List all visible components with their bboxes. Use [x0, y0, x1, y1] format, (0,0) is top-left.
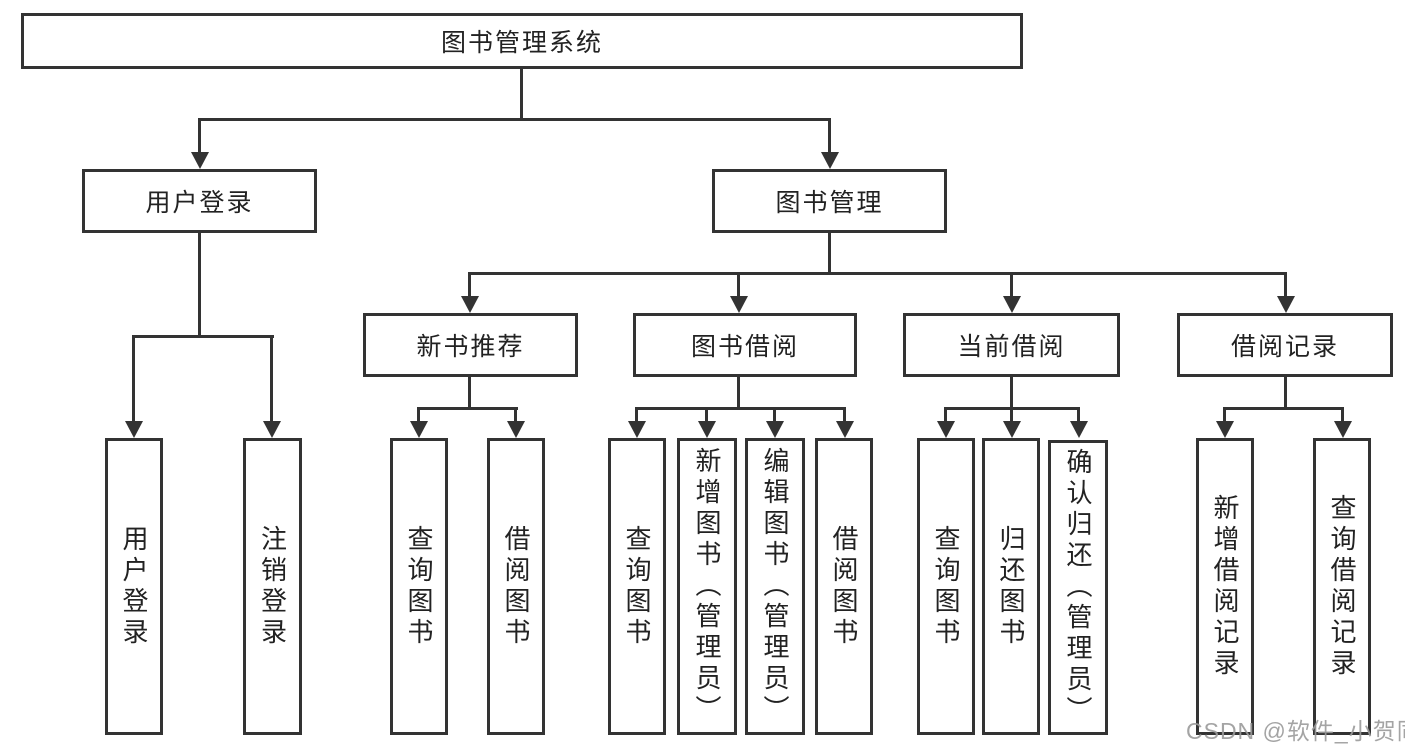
connector-borrowing-records-rail: [1223, 407, 1344, 410]
connector-to-new-book-recommend: [468, 272, 471, 298]
connector-user-login-stem: [198, 233, 201, 337]
node-book-management: 图书管理: [712, 169, 947, 233]
connector-to-leaf: [514, 407, 517, 423]
connector-user-login-rail: [132, 335, 274, 338]
arrow-down-icon: [1334, 421, 1352, 438]
connector-to-leaf: [843, 407, 846, 423]
node-user-login: 用户登录: [82, 169, 317, 233]
leaf-label: 借阅图书: [829, 524, 859, 649]
arrow-down-icon: [836, 421, 854, 438]
connector-level2-rail: [198, 118, 831, 121]
leaf-borrow-books-borrowing: 借阅图书: [815, 438, 873, 735]
node-label: 图书借阅: [690, 333, 799, 361]
arrow-down-icon: [125, 421, 143, 438]
connector-level3-rail: [468, 272, 1287, 275]
node-new-book-recommend: 新书推荐: [363, 313, 578, 377]
leaf-label: 查询图书: [404, 524, 434, 649]
arrow-down-icon: [461, 296, 479, 313]
arrow-down-icon: [937, 421, 955, 438]
node-label: 图书管理系统: [440, 29, 603, 57]
connector-to-leaf: [944, 407, 947, 423]
leaf-label: 注销登录: [257, 524, 288, 649]
leaf-logout: 注销登录: [243, 438, 302, 735]
connector-to-user-login: [198, 118, 201, 154]
leaf-query-books-recommend: 查询图书: [390, 438, 448, 735]
connector-to-leaf: [773, 407, 776, 423]
leaf-label: 新增借阅记录: [1210, 493, 1240, 680]
leaf-confirm-return-admin: 确认归还（管理员）: [1048, 440, 1108, 735]
connector-to-book-borrowing: [737, 272, 740, 298]
connector-to-leaf: [1341, 407, 1344, 423]
connector-to-current-borrowing: [1010, 272, 1013, 298]
connector-to-leaf: [132, 335, 135, 423]
node-library-management-system: 图书管理系统: [21, 13, 1023, 69]
connector-to-leaf: [1010, 407, 1013, 423]
connector-book-management-stem: [828, 233, 831, 274]
connector-to-borrowing-records: [1284, 272, 1287, 298]
leaf-label: 用户登录: [119, 524, 149, 649]
arrow-down-icon: [191, 152, 209, 169]
connector-current-borrowing-stem: [1010, 377, 1013, 407]
connector-to-leaf: [417, 407, 420, 423]
node-label: 用户登录: [145, 189, 254, 217]
leaf-add-book-admin: 新增图书（管理员）: [677, 438, 737, 735]
connector-to-leaf: [1223, 407, 1226, 423]
arrow-down-icon: [821, 152, 839, 169]
connector-root-stem: [520, 69, 523, 118]
leaf-label: 查询图书: [931, 524, 961, 649]
arrow-down-icon: [1003, 296, 1021, 313]
connector-to-leaf: [705, 407, 708, 423]
leaf-user-login: 用户登录: [105, 438, 163, 735]
arrow-down-icon: [1003, 421, 1021, 438]
connector-borrowing-records-stem: [1284, 377, 1287, 407]
node-label: 当前借阅: [957, 333, 1066, 361]
arrow-down-icon: [263, 421, 281, 438]
leaf-query-books-current: 查询图书: [917, 438, 975, 735]
csdn-watermark: CSDN @软件_小贺同学: [1186, 718, 1405, 744]
connector-book-borrowing-stem: [737, 377, 740, 407]
leaf-query-books-borrowing: 查询图书: [608, 438, 666, 735]
leaf-edit-book-admin: 编辑图书（管理员）: [745, 438, 805, 735]
leaf-label: 编辑图书（管理员）: [760, 447, 790, 726]
node-borrowing-records: 借阅记录: [1177, 313, 1393, 377]
leaf-label: 归还图书: [996, 524, 1026, 649]
arrow-down-icon: [1277, 296, 1295, 313]
arrow-down-icon: [410, 421, 428, 438]
arrow-down-icon: [628, 421, 646, 438]
leaf-label: 借阅图书: [501, 524, 531, 649]
connector-new-book-rail: [417, 407, 518, 410]
connector-to-leaf: [1077, 407, 1080, 423]
leaf-add-borrow-record: 新增借阅记录: [1196, 438, 1254, 735]
connector-book-borrowing-rail: [635, 407, 846, 410]
leaf-label: 查询图书: [622, 524, 652, 649]
arrow-down-icon: [1216, 421, 1234, 438]
connector-to-leaf: [635, 407, 638, 423]
node-current-borrowing: 当前借阅: [903, 313, 1120, 377]
arrow-down-icon: [507, 421, 525, 438]
arrow-down-icon: [766, 421, 784, 438]
arrow-down-icon: [698, 421, 716, 438]
connector-to-book-management: [828, 118, 831, 154]
leaf-label: 确认归还（管理员）: [1063, 448, 1093, 727]
leaf-return-books: 归还图书: [982, 438, 1040, 735]
node-label: 图书管理: [775, 189, 884, 217]
node-book-borrowing: 图书借阅: [633, 313, 857, 377]
leaf-query-borrow-record: 查询借阅记录: [1313, 438, 1371, 735]
leaf-label: 查询借阅记录: [1327, 493, 1357, 680]
leaf-label: 新增图书（管理员）: [692, 447, 722, 726]
arrow-down-icon: [730, 296, 748, 313]
arrow-down-icon: [1070, 421, 1088, 438]
node-label: 新书推荐: [416, 333, 525, 361]
connector-new-book-stem: [468, 377, 471, 407]
connector-to-leaf: [270, 335, 273, 423]
leaf-borrow-books-recommend: 借阅图书: [487, 438, 545, 735]
node-label: 借阅记录: [1230, 333, 1339, 361]
